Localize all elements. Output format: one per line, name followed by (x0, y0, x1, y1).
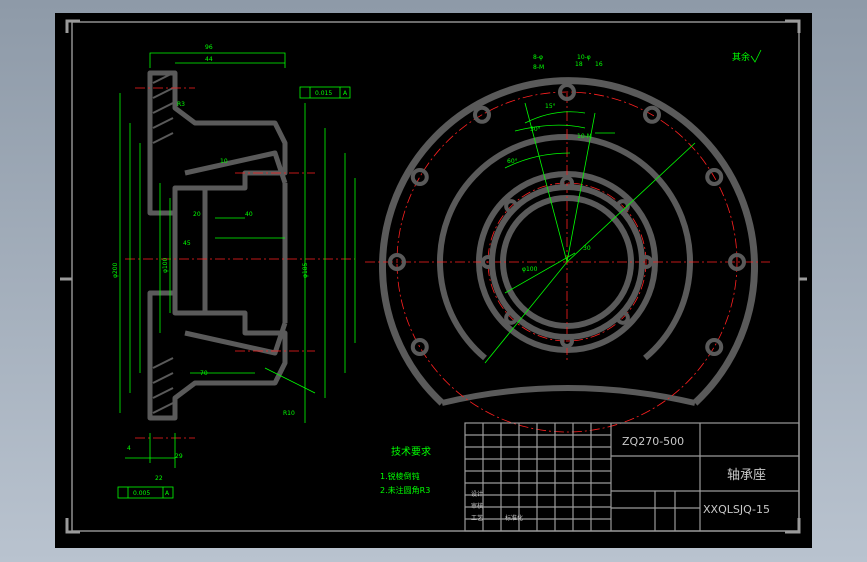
hole-callout-8: 8-φ (533, 54, 543, 61)
dim-phi100-front: φ100 (522, 266, 538, 273)
inner-bolt-hole (504, 199, 519, 214)
thread-callout-8: 8-M (533, 64, 544, 71)
flatness-datum-1: A (343, 90, 348, 97)
surface-finish-note: 其余 (732, 51, 750, 63)
inner-bolt-hole (615, 310, 630, 325)
inner-bolt-holes (481, 176, 653, 348)
section-view: 96 44 20 40 45 70 10 4 22 29 R10 R3 φ185… (112, 44, 356, 499)
tech-requirements: 技术要求 1.锐棱倒钝 2.未注圆角R3 (380, 445, 431, 495)
front-circles (379, 77, 758, 406)
dim-70: 70 (200, 370, 208, 377)
section-dimensions (117, 52, 356, 499)
outer-bolt-hole (558, 83, 576, 101)
label-process: 工艺 (471, 514, 483, 522)
flatness-value-2: 0.005 (133, 490, 150, 497)
surface-finish-symbol (750, 49, 762, 63)
outer-bolt-hole (705, 338, 724, 356)
dim-20: 20 (193, 211, 201, 218)
inner-bolt-hole (504, 310, 519, 325)
section-dim-text: 96 44 20 40 45 70 10 4 22 29 R10 R3 φ185… (112, 44, 348, 497)
dim-ang30: 30° (530, 126, 541, 133)
dim-ang60: 60° (507, 158, 518, 165)
dim-96: 96 (205, 44, 213, 51)
title-block (464, 422, 800, 532)
dim-10: 10 (220, 158, 228, 165)
front-dim-text: 15° 30° 60° φ100 8-φ 8-M 10-φ 10-M 16 18… (507, 54, 603, 273)
outer-bolt-hole (388, 253, 406, 271)
dim-4: 4 (127, 445, 131, 452)
outer-flange-arc (379, 77, 758, 406)
front-dimensions (484, 102, 696, 364)
front-view: 15° 30° 60° φ100 8-φ 8-M 10-φ 10-M 16 18… (365, 54, 770, 433)
thread-callout-10: 10-M (577, 133, 592, 140)
outer-bolt-hole (705, 168, 724, 186)
outer-bolt-hole (410, 338, 429, 356)
drawing-number: XXQLSJQ-15 (703, 503, 770, 516)
hole-callout-10: 10-φ (577, 54, 591, 61)
section-hatch (152, 72, 174, 414)
label-design: 设计 (471, 490, 483, 498)
tech-req-item-1: 1.锐棱倒钝 (380, 471, 420, 481)
dim-ang15: 15° (545, 103, 556, 110)
dim-44: 44 (205, 56, 213, 63)
dim-phi185: φ185 (302, 262, 309, 278)
inner-bolt-hole (560, 176, 574, 190)
label-check: 审核 (471, 502, 483, 510)
dim-phi100-side: φ100 (162, 257, 169, 273)
inner-bolt-hole (615, 199, 630, 214)
dim-30: 30 (583, 245, 591, 252)
flatness-datum-2: A (165, 490, 170, 497)
dim-phi200: φ200 (112, 262, 119, 278)
dim-r10: R10 (283, 410, 295, 417)
inner-bolt-hole (560, 334, 574, 348)
outer-bolt-holes (388, 83, 746, 356)
inner-flange-arc (437, 133, 693, 361)
title-block-grid (465, 423, 611, 531)
title-block-text: 设计 审核 工艺 标准化 (471, 490, 523, 522)
cad-drawing: 96 44 20 40 45 70 10 4 22 29 R10 R3 φ185… (60, 19, 807, 534)
outer-bolt-hole (643, 105, 661, 124)
inner-bolt-hole (481, 255, 495, 269)
dim-40: 40 (245, 211, 253, 218)
dim-r3: R3 (177, 101, 185, 108)
inner-bolt-hole (639, 255, 653, 269)
flatness-value-1: 0.015 (315, 90, 332, 97)
outer-bolt-hole (410, 168, 429, 186)
drawing-sheet: 96 44 20 40 45 70 10 4 22 29 R10 R3 φ185… (55, 13, 812, 548)
drawing-frame (60, 19, 807, 534)
dim-45: 45 (183, 240, 191, 247)
outer-bolt-hole (473, 105, 491, 124)
drawing-code: ZQ270-500 (622, 435, 684, 448)
dim-18: 18 (575, 61, 583, 68)
dim-29: 29 (175, 453, 183, 460)
tech-req-item-2: 2.未注圆角R3 (380, 485, 430, 495)
outer-bolt-hole (728, 253, 746, 271)
label-standard: 标准化 (505, 514, 523, 522)
tech-req-heading: 技术要求 (391, 445, 431, 458)
dim-22: 22 (155, 475, 163, 482)
section-centerlines (125, 87, 355, 439)
part-name: 轴承座 (727, 468, 766, 483)
dim-16: 16 (595, 61, 603, 68)
